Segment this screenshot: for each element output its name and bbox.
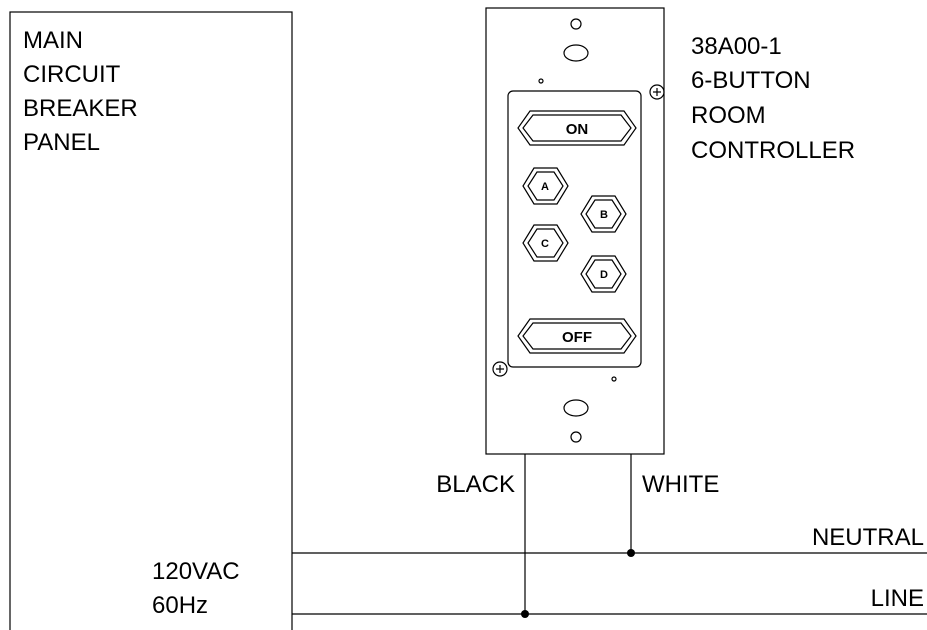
plate-dot-top <box>538 78 544 84</box>
supply-frequency-label: 60Hz <box>152 592 208 619</box>
on-button-label: ON <box>566 121 589 138</box>
plate-slot-bottom <box>563 399 589 417</box>
off-button-label: OFF <box>562 329 592 346</box>
on-button[interactable]: ON <box>517 110 637 146</box>
breaker-panel: MAIN CIRCUIT BREAKER PANEL 120VAC 60Hz <box>9 11 293 630</box>
plate-dot-bottom <box>611 376 617 382</box>
button-frame <box>507 90 642 368</box>
a-button[interactable]: A <box>522 167 569 205</box>
white-wire-label: WHITE <box>642 471 719 498</box>
plate-hole-bottom <box>570 431 582 443</box>
room-controller: ON A B C D OFF <box>485 7 855 455</box>
b-button-label: B <box>600 209 608 221</box>
line-junction-dot <box>521 610 529 618</box>
off-button[interactable]: OFF <box>517 318 637 354</box>
controller-label-line-2: 6-BUTTON <box>691 67 811 94</box>
b-button[interactable]: B <box>580 195 627 233</box>
c-button-label: C <box>541 238 549 250</box>
panel-label-line-4: PANEL <box>23 129 100 156</box>
wiring: BLACK WHITE NEUTRAL LINE <box>292 454 927 618</box>
line-label: LINE <box>871 585 924 612</box>
screw-icon <box>649 84 665 100</box>
panel-label-line-2: CIRCUIT <box>23 61 121 88</box>
panel-label-line-3: BREAKER <box>23 95 138 122</box>
c-button[interactable]: C <box>522 224 569 262</box>
supply-voltage-label: 120VAC <box>152 558 240 585</box>
breaker-panel-outline <box>9 11 293 630</box>
screw-icon <box>492 361 508 377</box>
plate-slot-top <box>563 44 589 62</box>
controller-label-line-3: ROOM <box>691 102 766 129</box>
panel-label-line-1: MAIN <box>23 27 83 54</box>
controller-label-line-1: 38A00-1 <box>691 33 782 60</box>
neutral-junction-dot <box>627 549 635 557</box>
controller-label-line-4: CONTROLLER <box>691 137 855 164</box>
neutral-label: NEUTRAL <box>812 524 924 551</box>
wall-plate <box>485 7 665 455</box>
plate-hole-top <box>570 18 582 30</box>
a-button-label: A <box>541 181 549 193</box>
d-button[interactable]: D <box>580 255 627 293</box>
black-wire-label: BLACK <box>436 471 515 498</box>
d-button-label: D <box>600 269 608 281</box>
